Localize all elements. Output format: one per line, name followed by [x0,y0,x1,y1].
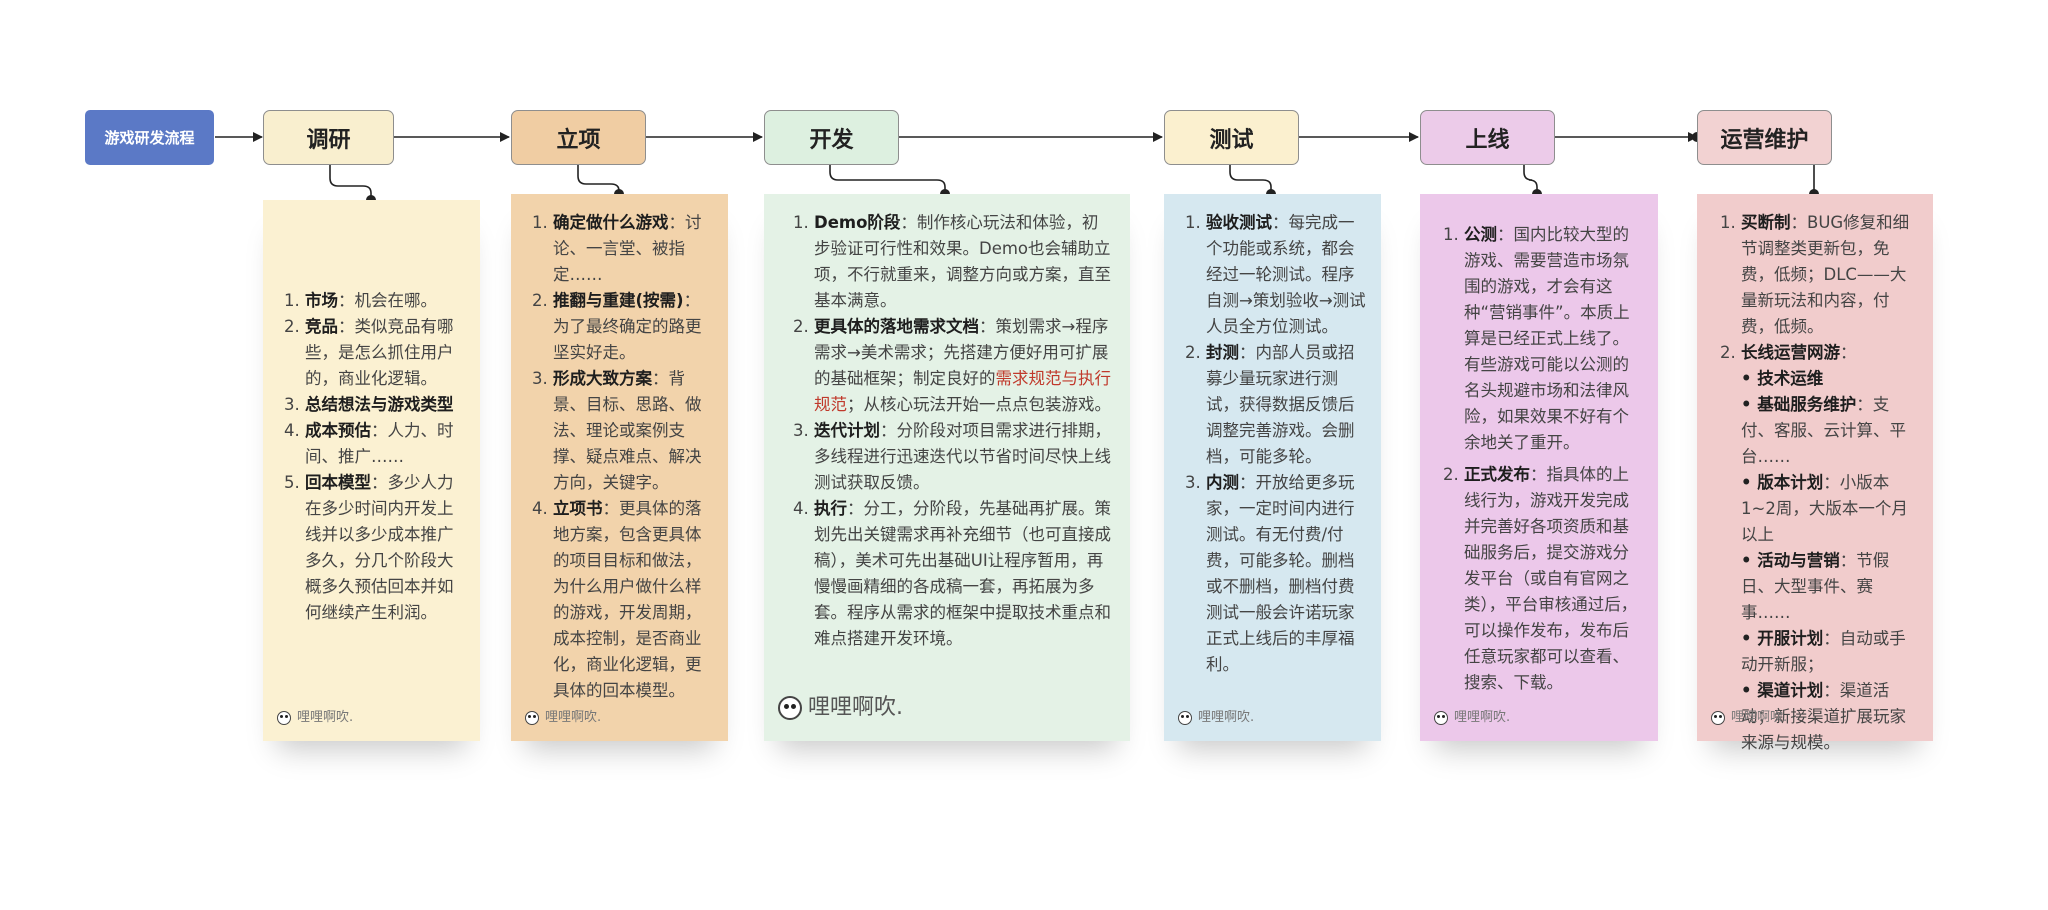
card-test: 验收测试：每完成一个功能或系统，都会经过一轮测试。程序自测→策划验收→测试人员全… [1164,194,1381,741]
watermark: 哩哩啊吹. [1178,705,1254,731]
test-list: 验收测试：每完成一个功能或系统，都会经过一轮测试。程序自测→策划验收→测试人员全… [1184,210,1369,678]
list-item: 迭代计划：分阶段对项目需求进行排期，多线程进行迅速迭代以节省时间尽快上线测试获取… [814,418,1112,496]
stage-research: 调研 [263,110,394,165]
card-dev: Demo阶段：制作核心玩法和体验，初步验证可行性和效果。Demo也会辅助立项，不… [764,194,1130,741]
list-item: Demo阶段：制作核心玩法和体验，初步验证可行性和效果。Demo也会辅助立项，不… [814,210,1112,314]
stage-title: 运营维护 [1720,127,1809,153]
panda-icon [1178,711,1192,725]
stage-title: 立项 [556,127,601,153]
list-item: 长线运营网游： 技术运维 基础服务维护：支付、客服、云计算、平台…… 版本计划：… [1741,340,1921,756]
list-item: 立项书：更具体的落地方案，包含更具体的项目目标和做法，为什么用户做什么样的游戏，… [553,496,714,704]
list-item: 市场：机会在哪。 [305,288,466,314]
list-item: 执行：分工，分阶段，先基础再扩展。策划先出关键需求再补充细节（也可直接成稿），美… [814,496,1112,652]
launch-list: 公测：国内比较大型的游戏、需要营造市场氛围的游戏，才会有这种“营销事件”。本质上… [1442,222,1644,696]
ops-list: 买断制：BUG修复和细节调整类更新包，免费，低频；DLC——大量新玩法和内容，付… [1719,210,1921,756]
research-list: 市场：机会在哪。 竞品：类似竞品有哪些，是怎么抓住用户的，商业化逻辑。 总结想法… [283,288,466,626]
card-project: 确定做什么游戏：讨论、一言堂、被指定…… 推翻与重建(按需)：为了最终确定的路更… [511,194,728,741]
sub-item: 版本计划：小版本1~2周，大版本一个月以上 [1741,470,1921,548]
link-research [329,165,372,200]
stage-ops: 运营维护 [1697,110,1832,165]
list-item: 公测：国内比较大型的游戏、需要营造市场氛围的游戏，才会有这种“营销事件”。本质上… [1464,222,1644,456]
stage-title: 测试 [1209,127,1254,153]
card-ops: 买断制：BUG修复和细节调整类更新包，免费，低频；DLC——大量新玩法和内容，付… [1697,194,1933,752]
start-node: 游戏研发流程 [85,110,214,165]
stage-launch: 上线 [1420,110,1555,165]
sub-item: 基础服务维护：支付、客服、云计算、平台…… [1741,392,1921,470]
sub-item: 开服计划：自动或手动开新服； [1741,626,1921,678]
list-item: 推翻与重建(按需)：为了最终确定的路更坚实好走。 [553,288,714,366]
list-item: 成本预估：人力、时间、推广…… [305,418,466,470]
stage-dev: 开发 [764,110,899,165]
start-label: 游戏研发流程 [104,129,195,147]
watermark: 哩哩啊吹. [778,695,903,721]
stage-project: 立项 [511,110,646,165]
sub-item: 活动与营销：节假日、大型事件、赛事…… [1741,548,1921,626]
list-item: 买断制：BUG修复和细节调整类更新包，免费，低频；DLC——大量新玩法和内容，付… [1741,210,1921,340]
dev-list: Demo阶段：制作核心玩法和体验，初步验证可行性和效果。Demo也会辅助立项，不… [792,210,1112,652]
list-item: 更具体的落地需求文档：策划需求→程序需求→美术需求；先搭建方便好用可扩展的基础框… [814,314,1112,418]
list-item: 回本模型：多少人力在多少时间内开发上线并以多少成本推广多久，分几个阶段大概多久预… [305,470,466,626]
stage-title: 调研 [306,127,351,153]
list-item: 验收测试：每完成一个功能或系统，都会经过一轮测试。程序自测→策划验收→测试人员全… [1206,210,1369,340]
stage-title: 上线 [1465,127,1510,153]
link-project [577,165,620,194]
sub-item: 渠道计划：渠道活动；新接渠道扩展玩家来源与规模。 [1741,678,1921,756]
watermark: 哩哩啊吹. [1711,705,1787,731]
watermark: 哩哩啊吹. [277,705,353,731]
list-item: 确定做什么游戏：讨论、一言堂、被指定…… [553,210,714,288]
link-test [1229,165,1272,194]
card-launch: 公测：国内比较大型的游戏、需要营造市场氛围的游戏，才会有这种“营销事件”。本质上… [1420,194,1658,741]
list-item: 总结想法与游戏类型 [305,392,466,418]
link-launch [1523,165,1538,194]
panda-icon [778,696,802,720]
ops-sublist: 技术运维 基础服务维护：支付、客服、云计算、平台…… 版本计划：小版本1~2周，… [1741,366,1921,756]
project-list: 确定做什么游戏：讨论、一言堂、被指定…… 推翻与重建(按需)：为了最终确定的路更… [531,210,714,704]
stage-title: 开发 [809,127,854,153]
list-item: 封测：内部人员或招募少量玩家进行测试，获得数据反馈后调整完善游戏。会删档，可能多… [1206,340,1369,470]
watermark: 哩哩啊吹. [525,705,601,731]
list-item: 正式发布：指具体的上线行为，游戏开发完成并完善好各项资质和基础服务后，提交游戏分… [1464,462,1644,696]
list-item: 内测：开放给更多玩家，一定时间内进行测试。有无付费/付费，可能多轮。删档或不删档… [1206,470,1369,678]
list-item: 竞品：类似竞品有哪些，是怎么抓住用户的，商业化逻辑。 [305,314,466,392]
panda-icon [277,711,291,725]
list-item: 形成大致方案：背景、目标、思路、做法、理论或案例支撑、疑点难点、解决方向，关键字… [553,366,714,496]
card-research: 市场：机会在哪。 竞品：类似竞品有哪些，是怎么抓住用户的，商业化逻辑。 总结想法… [263,200,480,741]
link-dev [829,165,946,194]
sub-item: 技术运维 [1741,366,1921,392]
panda-icon [525,711,539,725]
panda-icon [1434,711,1448,725]
stage-test: 测试 [1164,110,1299,165]
panda-icon [1711,711,1725,725]
watermark: 哩哩啊吹. [1434,705,1510,731]
